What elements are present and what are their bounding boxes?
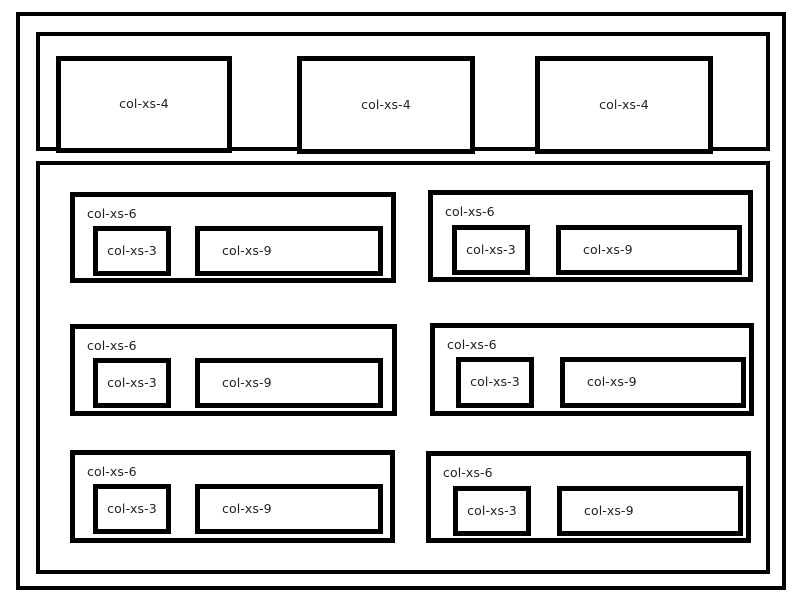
column-label: col-xs-4 (119, 96, 169, 112)
nested-box-col-xs-3[interactable]: col-xs-3 (453, 486, 531, 536)
page-outer-container: col-xs-4 col-xs-4 col-xs-4 col-xs-6 col-… (16, 12, 786, 590)
column-box-col-xs-6-2[interactable]: col-xs-6 col-xs-3 col-xs-9 (428, 190, 753, 282)
column-box-col-xs-4-1[interactable]: col-xs-4 (56, 56, 232, 153)
nested-box-col-xs-9[interactable]: col-xs-9 (556, 225, 742, 275)
nested-label: col-xs-3 (107, 374, 157, 390)
nested-label: col-xs-3 (107, 242, 157, 258)
nested-box-col-xs-9[interactable]: col-xs-9 (557, 486, 743, 536)
column-label: col-xs-6 (443, 465, 493, 480)
column-box-col-xs-4-2[interactable]: col-xs-4 (297, 56, 475, 154)
nested-box-col-xs-3[interactable]: col-xs-3 (456, 357, 534, 408)
column-box-col-xs-6-3[interactable]: col-xs-6 col-xs-3 col-xs-9 (70, 324, 397, 416)
nested-label: col-xs-9 (222, 242, 272, 258)
column-label: col-xs-6 (87, 338, 137, 353)
nested-label: col-xs-9 (222, 500, 272, 516)
nested-label: col-xs-3 (107, 500, 157, 516)
nested-box-col-xs-9[interactable]: col-xs-9 (195, 484, 383, 534)
column-label: col-xs-6 (447, 337, 497, 352)
nested-box-col-xs-3[interactable]: col-xs-3 (93, 226, 171, 276)
nested-label: col-xs-9 (583, 241, 633, 257)
nested-label: col-xs-9 (584, 502, 634, 518)
nested-label: col-xs-9 (222, 374, 272, 390)
column-box-col-xs-6-4[interactable]: col-xs-6 col-xs-3 col-xs-9 (430, 323, 754, 416)
bottom-row-container: col-xs-6 col-xs-3 col-xs-9 col-xs-6 col-… (36, 161, 770, 574)
column-box-col-xs-6-6[interactable]: col-xs-6 col-xs-3 col-xs-9 (426, 451, 751, 543)
nested-box-col-xs-9[interactable]: col-xs-9 (560, 357, 746, 408)
nested-box-col-xs-3[interactable]: col-xs-3 (93, 358, 171, 408)
nested-label: col-xs-3 (466, 241, 516, 257)
nested-label: col-xs-3 (470, 374, 520, 390)
nested-label: col-xs-3 (467, 502, 517, 518)
nested-box-col-xs-3[interactable]: col-xs-3 (93, 484, 171, 534)
column-box-col-xs-6-5[interactable]: col-xs-6 col-xs-3 col-xs-9 (70, 450, 395, 543)
nested-box-col-xs-9[interactable]: col-xs-9 (195, 226, 383, 276)
nested-label: col-xs-9 (587, 374, 637, 390)
column-label: col-xs-4 (361, 96, 411, 112)
column-label: col-xs-6 (87, 206, 137, 221)
top-row-container: col-xs-4 col-xs-4 col-xs-4 (36, 32, 770, 154)
column-label: col-xs-4 (599, 96, 649, 112)
column-box-col-xs-4-3[interactable]: col-xs-4 (535, 56, 713, 154)
column-box-col-xs-6-1[interactable]: col-xs-6 col-xs-3 col-xs-9 (70, 192, 396, 283)
column-label: col-xs-6 (87, 464, 137, 479)
nested-box-col-xs-9[interactable]: col-xs-9 (195, 358, 383, 408)
nested-box-col-xs-3[interactable]: col-xs-3 (452, 225, 530, 275)
column-label: col-xs-6 (445, 204, 495, 219)
